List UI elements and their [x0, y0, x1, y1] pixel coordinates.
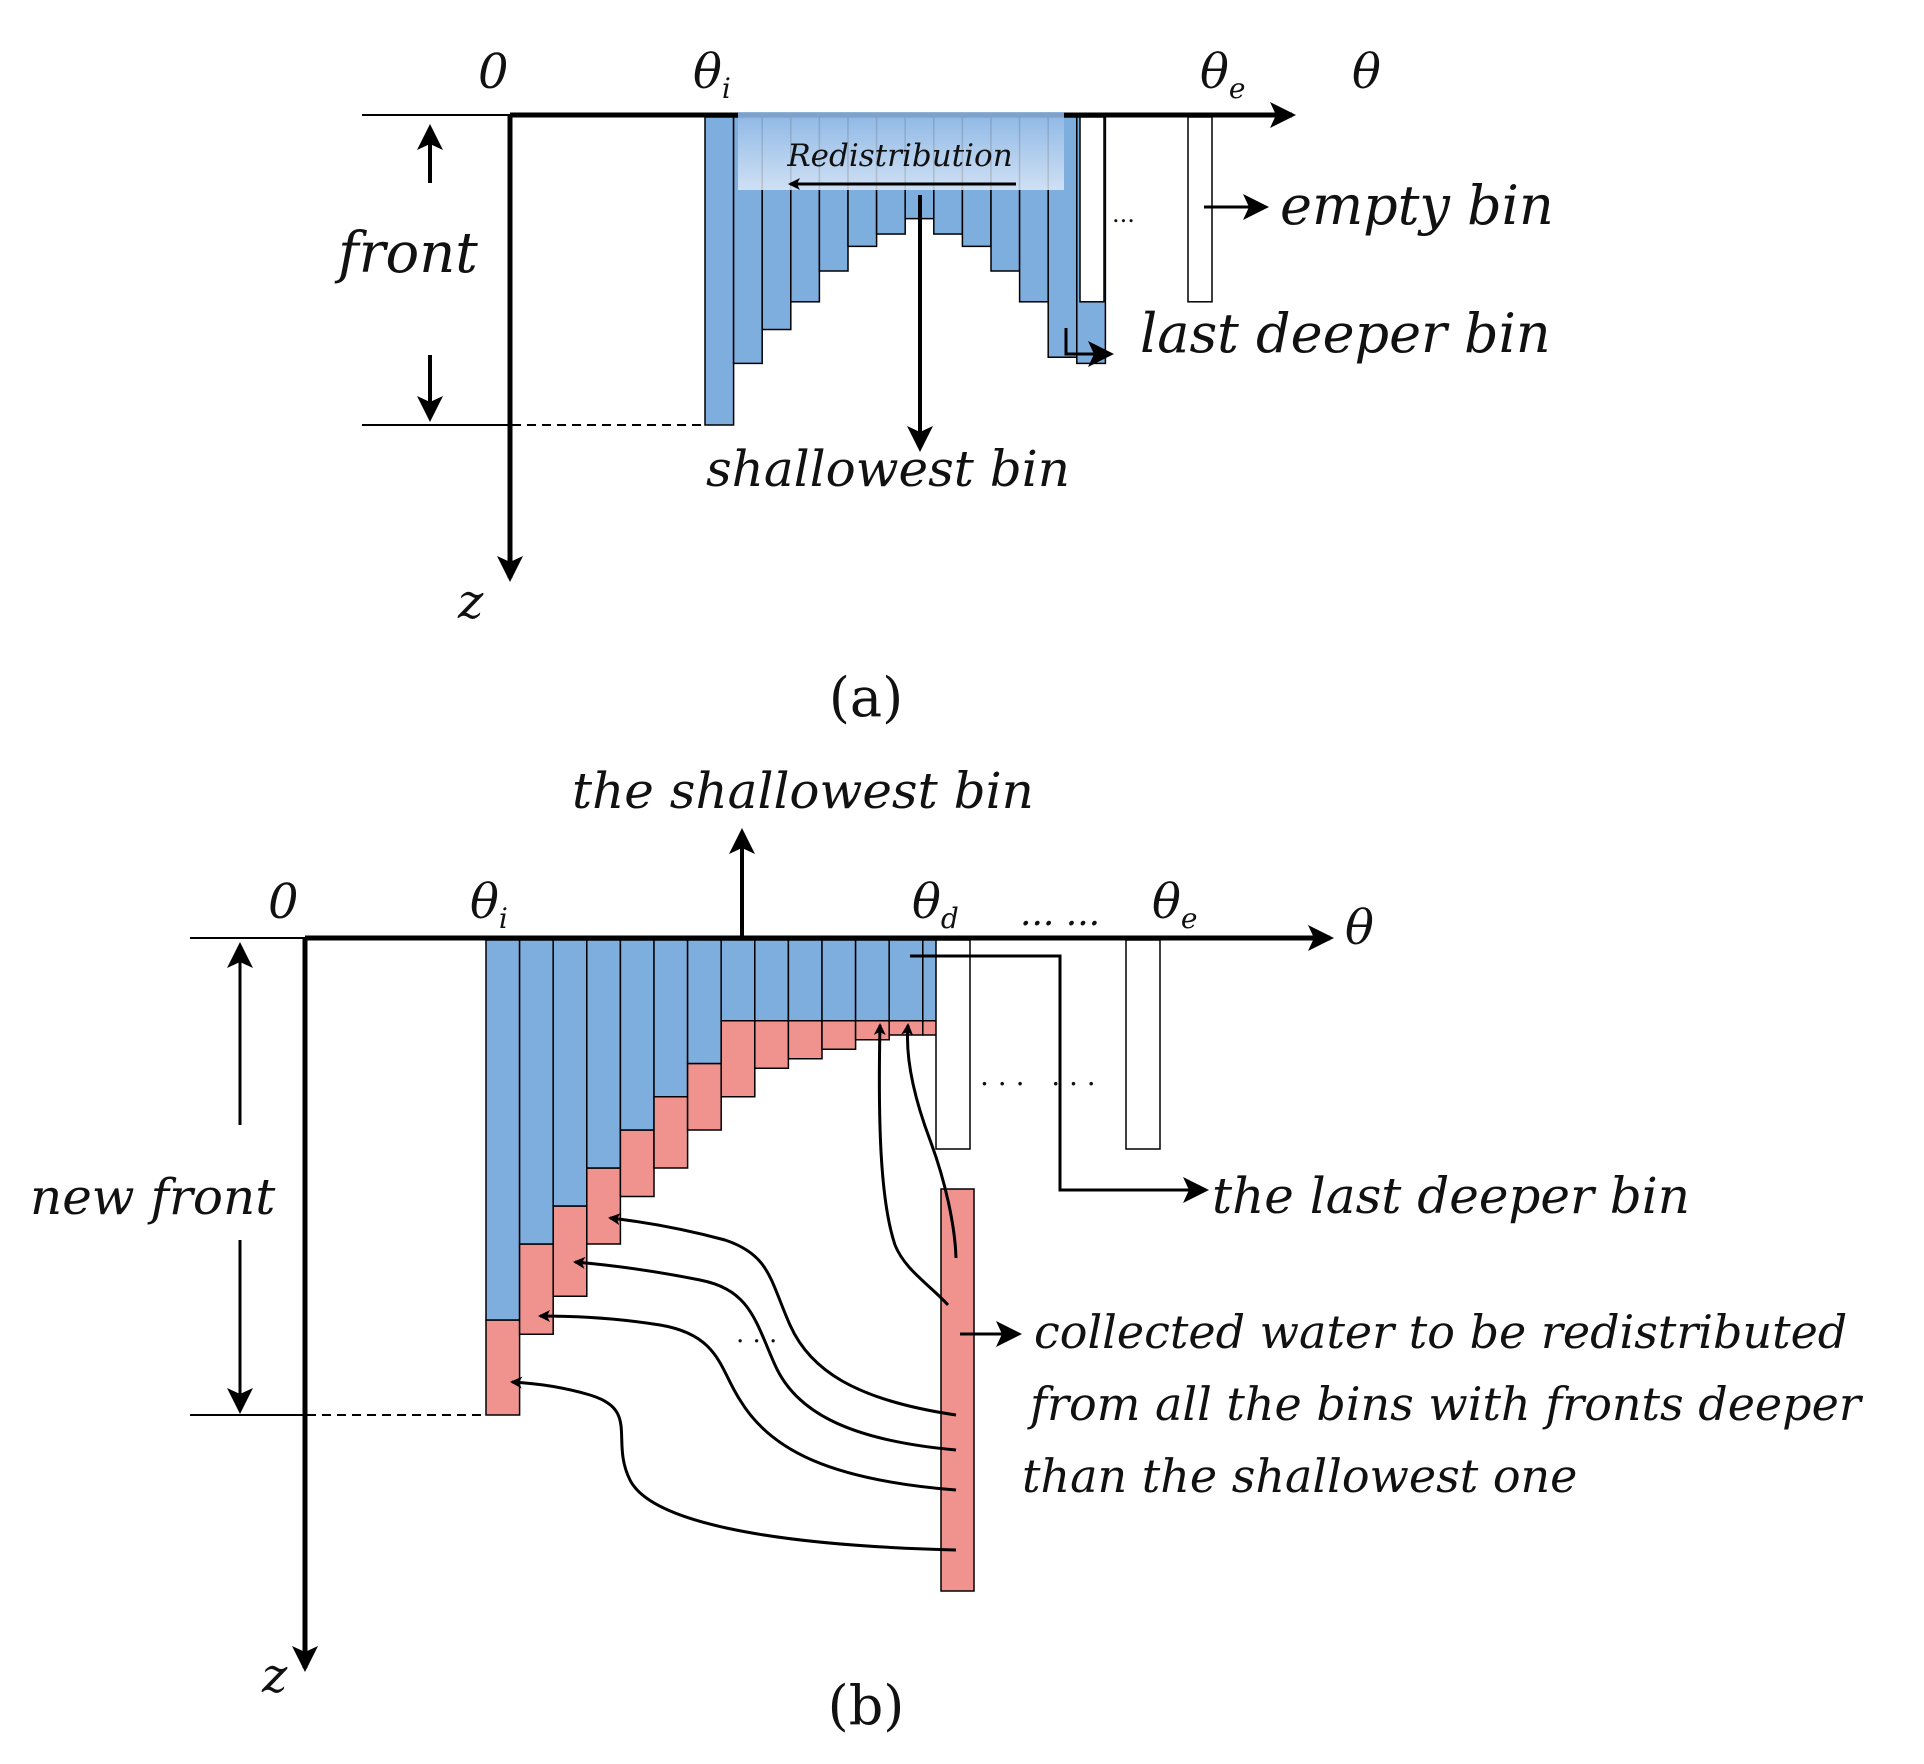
- panel-a-empty-bin: [1079, 116, 1105, 303]
- panel-a-caption: (a): [829, 666, 903, 729]
- panel-a-front-label: front: [334, 221, 478, 286]
- panel-b-shallowest-bin-label: the shallowest bin: [572, 762, 1034, 820]
- panel-b-collected-line-2: from all the bins with fronts deeper: [1027, 1377, 1864, 1431]
- panel-b-curve-3: [573, 1256, 957, 1452]
- panel-b-collected-water-column: [940, 1188, 975, 1592]
- panel-a-theta-i-label: θi: [693, 44, 731, 105]
- panel-b-collected-segment: [821, 1020, 857, 1050]
- panel-a-shallowest-bin-label: shallowest bin: [706, 440, 1070, 498]
- panel-b-collected-segment: [552, 1205, 588, 1297]
- panel-a-last-deeper-arrow: [1064, 328, 1114, 367]
- panel-b-bin: [720, 939, 756, 1022]
- panel-b-redistribution-curves: [510, 1023, 958, 1552]
- panel-b-empty-bin: [935, 939, 971, 1150]
- panel-b-bin: [854, 939, 890, 1022]
- panel-b-curve-2: [538, 1310, 957, 1492]
- panel-b-collected-segment: [888, 1020, 924, 1036]
- panel-b-bin: [653, 939, 689, 1098]
- panel-b-bin: [754, 939, 790, 1022]
- panel-a-theta-e-label: θe: [1200, 44, 1245, 105]
- panel-b-curve-4: [608, 1213, 957, 1417]
- panel-b-bins: [485, 939, 958, 1416]
- panel-b-origin-label: 0: [268, 874, 299, 930]
- panel-b-empty-bin: [1125, 939, 1161, 1150]
- panel-a-z-label: z: [457, 574, 484, 630]
- panel-b-collected-segment: [720, 1020, 756, 1098]
- panel-b-bin: [586, 939, 622, 1169]
- panel-b-collected-segment: [686, 1062, 722, 1131]
- panel-b-collected-segment: [754, 1020, 790, 1069]
- panel-b-last-deeper-arrow: [910, 954, 1209, 1203]
- panel-b-bin: [619, 939, 655, 1131]
- panel-b-last-deeper-bin-label: the last deeper bin: [1212, 1167, 1690, 1225]
- panel-b-curve-5: [873, 1023, 950, 1307]
- panel-a-origin-label: 0: [478, 44, 509, 100]
- panel-b-bin: [821, 939, 857, 1022]
- panel-a-bin: [704, 116, 735, 426]
- panel-a-empty-bin-label: empty bin: [1280, 174, 1554, 237]
- panel-b-collected-segment: [586, 1167, 622, 1245]
- panel-b-collected-segment: [485, 1319, 521, 1416]
- panel-b-empty-bins: [935, 939, 1161, 1150]
- panel-a-empty-bins: [1079, 116, 1213, 303]
- panel-b-collected-segment: [518, 1243, 554, 1335]
- panel-a-redistribution-band: [738, 112, 1064, 190]
- panel-a-theta-axis-label: θ: [1352, 44, 1381, 100]
- panel-b-z-label: z: [261, 1648, 288, 1704]
- panel-b-ellipsis-mid: . . . . . .: [980, 1059, 1096, 1092]
- panel-b-collected-segment: [653, 1096, 689, 1169]
- panel-a-last-deeper-bin-label: last deeper bin: [1140, 302, 1551, 365]
- panel-a: Redistribution shallowest bin empty bin …: [334, 44, 1554, 729]
- panel-b-new-front-label: new front: [30, 1168, 276, 1226]
- panel-b-collected-line-3: than the shallowest one: [1022, 1449, 1577, 1503]
- panel-b-bin: [518, 939, 554, 1245]
- panel-b-bin: [485, 939, 521, 1321]
- panel-b-caption: (b): [828, 1674, 905, 1737]
- panel-b-theta-axis-label: θ: [1345, 900, 1374, 956]
- panel-b-ellipsis-left: . . .: [736, 1319, 777, 1349]
- panel-b-collected-segment: [619, 1129, 655, 1198]
- panel-b-curve-6: [901, 1023, 958, 1259]
- panel-b-collected-line-1: collected water to be redistributed: [1034, 1305, 1847, 1359]
- panel-b-theta-d-label: θd: [912, 874, 959, 935]
- panel-b-bin: [686, 939, 722, 1065]
- panel-b-bin: [787, 939, 823, 1022]
- panel-b-theta-i-label: θi: [470, 874, 508, 935]
- panel-b: the shallowest bin the last deeper bin c…: [30, 762, 1864, 1737]
- panel-b-curve-1: [510, 1376, 957, 1552]
- panel-b-bin: [552, 939, 588, 1207]
- panel-a-ellipsis: ...: [1112, 200, 1135, 228]
- panel-a-redistribution-label: Redistribution: [786, 138, 1012, 174]
- panel-b-collected-segment: [787, 1020, 823, 1060]
- panel-b-ellipsis-top: ... ...: [1020, 893, 1100, 934]
- panel-b-theta-e-label: θe: [1152, 874, 1197, 935]
- panel-b-collected-segment: [854, 1020, 890, 1041]
- panel-b-bin: [888, 939, 924, 1022]
- panel-a-empty-bin: [1187, 116, 1213, 303]
